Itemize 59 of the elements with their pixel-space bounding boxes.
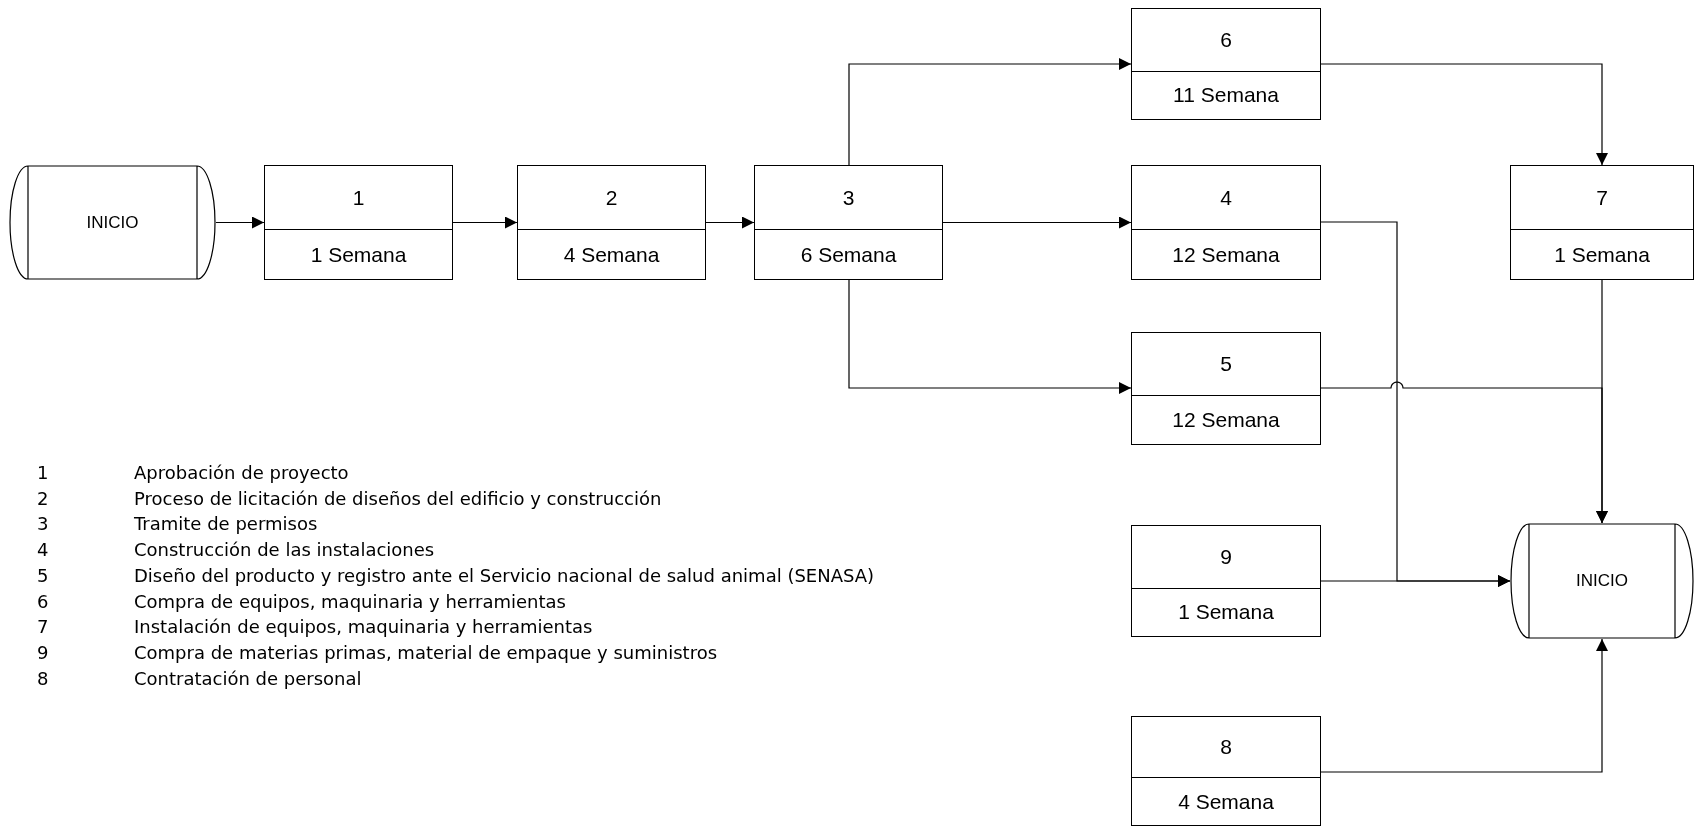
duration-label: 1 Semana — [1554, 242, 1650, 267]
legend-number: 9 — [37, 641, 49, 664]
activity-number: 4 — [1220, 185, 1232, 210]
legend-number: 7 — [37, 616, 49, 639]
legend-number: 1 — [37, 462, 49, 484]
duration-label: 12 Semana — [1172, 408, 1280, 433]
legend-number: 2 — [37, 487, 49, 510]
legend-description: Aprobación de proyecto — [134, 462, 349, 484]
process-box — [1131, 332, 1321, 445]
process-box — [1131, 525, 1321, 637]
legend-description: Compra de equipos, maquinaria y herramientas — [134, 590, 566, 613]
legend-description: Proceso de licitación de diseños del edificio y construcción — [134, 487, 662, 510]
duration-label: 11 Semana — [1173, 83, 1279, 108]
legend-description: Tramite de permisos — [134, 513, 318, 536]
legend-number: 6 — [37, 590, 49, 613]
arrow — [942, 216, 1132, 229]
legend-description: Diseño del producto y registro ante el Servicio nacional de salud animal (SENASA) — [134, 564, 875, 587]
activity-number: 9 — [1220, 544, 1232, 569]
arrow — [452, 216, 518, 229]
terminal-label: INICIO — [1576, 571, 1628, 591]
process-box — [1131, 165, 1321, 280]
legend-description: Contratación de personal — [134, 667, 362, 690]
arrow — [705, 216, 755, 229]
duration-label: 1 Semana — [1178, 600, 1274, 625]
process-box — [1510, 165, 1694, 280]
legend-description: Construcción de las instalaciones — [134, 539, 435, 562]
arrow — [1596, 279, 1608, 524]
activity-number: 2 — [605, 185, 618, 210]
arrow — [1320, 575, 1511, 587]
terminator-shape — [9, 165, 216, 280]
legend-number: 4 — [37, 539, 49, 562]
duration-label: 1 Semana — [310, 242, 407, 267]
process-box — [264, 165, 453, 280]
process-box — [1131, 8, 1321, 120]
activity-number: 6 — [1220, 27, 1232, 52]
process-box — [517, 165, 706, 280]
terminal-label: INICIO — [86, 212, 139, 233]
process-box — [754, 165, 943, 280]
legend-number: 5 — [37, 564, 49, 587]
duration-label: 6 Semana — [800, 242, 897, 267]
activity-number: 5 — [1220, 352, 1232, 377]
legend-description: Instalación de equipos, maquinaria y herramientas — [134, 616, 593, 639]
duration-label: 4 Semana — [1178, 789, 1274, 814]
legend-number: 8 — [37, 667, 49, 690]
terminator-shape — [1510, 523, 1694, 639]
activity-number: 3 — [842, 185, 855, 210]
process-box — [1131, 716, 1321, 826]
arrow — [1320, 63, 1608, 166]
legend-number: 3 — [37, 513, 49, 536]
legend-description: Compra de materias primas, material de empaque y suministros — [134, 641, 718, 664]
activity-number: 7 — [1596, 185, 1608, 210]
duration-label: 4 Semana — [563, 242, 660, 267]
arrow — [848, 58, 1132, 166]
arrow — [1320, 638, 1608, 773]
arrow — [215, 216, 265, 229]
activity-number: 1 — [352, 185, 365, 210]
duration-label: 12 Semana — [1172, 242, 1280, 267]
arrow — [848, 279, 1132, 394]
activity-number: 8 — [1220, 735, 1232, 760]
